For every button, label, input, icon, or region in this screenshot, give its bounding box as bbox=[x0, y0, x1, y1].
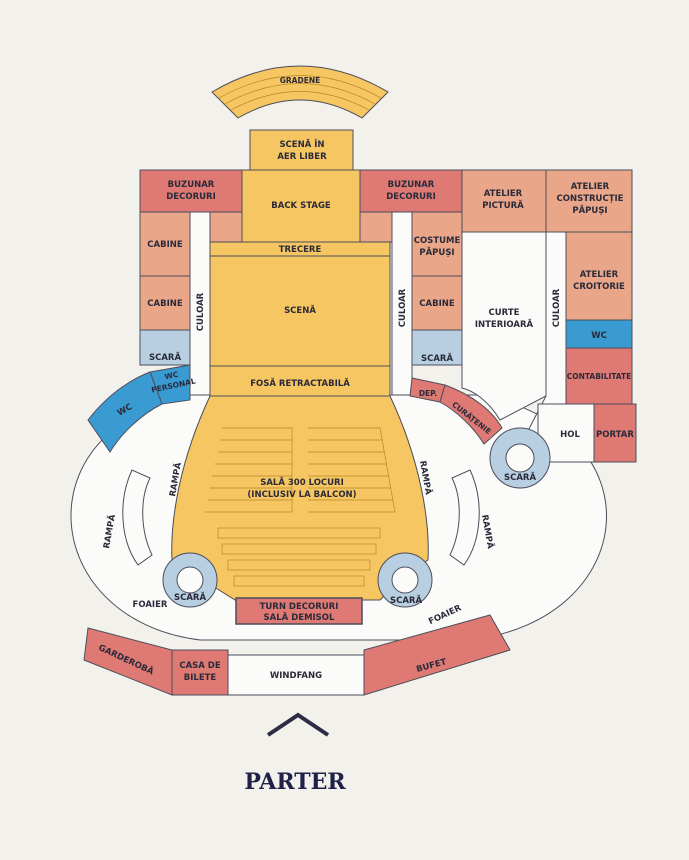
cabine-2-area bbox=[139, 275, 191, 331]
cabine-1-label: CABINE bbox=[147, 240, 183, 250]
scara-bottom-left-label: SCARĂ bbox=[174, 591, 206, 603]
curatenie-area bbox=[439, 384, 503, 445]
costume-label-2: PĂPUȘI bbox=[419, 246, 454, 258]
atelier-constructie-label-2: CONSTRUCȚIE bbox=[557, 194, 624, 204]
cabine-3-area bbox=[411, 275, 463, 331]
cabine-3-label: CABINE bbox=[419, 299, 455, 309]
turn-area bbox=[235, 597, 363, 625]
culoar-far-label: CULOAR bbox=[552, 288, 562, 327]
casa-bilete-area bbox=[171, 649, 229, 696]
sala-area bbox=[171, 395, 429, 601]
wc-right-area bbox=[565, 319, 633, 349]
scara-top-left-label: SCARĂ bbox=[149, 351, 181, 363]
atelier-croitorie-label-2: CROITORIE bbox=[573, 282, 625, 292]
scara-top-right-label: SCARĂ bbox=[421, 352, 453, 364]
scena-label: SCENĂ bbox=[284, 304, 316, 316]
ramp-inner-right bbox=[449, 469, 480, 566]
culoar-left-label: CULOAR bbox=[196, 292, 206, 331]
sala-label-1: SALĂ 300 LOCURI bbox=[260, 476, 344, 488]
scara-right-label: SCARĂ bbox=[504, 471, 536, 483]
portar-label: PORTAR bbox=[596, 430, 634, 440]
stair-circle-bottom-right bbox=[377, 552, 433, 608]
casa-bilete-label-1: CASA DE bbox=[179, 661, 221, 671]
buzunar-right-label-2: DECORURI bbox=[386, 192, 435, 202]
scena-aer-liber-label-1: SCENĂ ÎN bbox=[279, 138, 324, 150]
entrance-chevron-icon bbox=[266, 712, 330, 737]
atelier-pictura-label-2: PICTURĂ bbox=[482, 199, 524, 211]
atelier-constructie-area bbox=[545, 169, 633, 233]
culoar-right-label: CULOAR bbox=[398, 288, 408, 327]
casa-bilete-label-2: BILETE bbox=[184, 673, 217, 683]
contabilitate-label: CONTABILITATE bbox=[567, 372, 632, 381]
right-wing-side bbox=[359, 211, 393, 243]
wc-left-area bbox=[87, 371, 163, 453]
left-wing-side bbox=[209, 211, 243, 243]
buzunar-right-label-1: BUZUNAR bbox=[388, 180, 435, 190]
atelier-pictura-area bbox=[461, 169, 547, 233]
wc-personal-label-1: WC bbox=[164, 370, 180, 382]
windfang-label: WINDFANG bbox=[270, 671, 322, 681]
hol-label: HOL bbox=[560, 430, 580, 440]
atelier-pictura-label-1: ATELIER bbox=[484, 189, 523, 199]
contabilitate-area bbox=[565, 347, 633, 405]
stair-circle-right bbox=[489, 427, 551, 489]
back-stage-area bbox=[241, 169, 361, 243]
ramp-inner-left bbox=[122, 469, 153, 566]
atelier-constructie-label-1: ATELIER bbox=[571, 182, 610, 192]
curte-area bbox=[461, 231, 547, 421]
scena-aer-liber-area bbox=[249, 129, 354, 171]
atelier-constructie-label-3: PĂPUȘI bbox=[572, 204, 607, 216]
buzunar-left-area bbox=[139, 169, 243, 213]
dep-label: DEP. bbox=[419, 389, 437, 398]
gradene-label: GRADENE bbox=[280, 76, 321, 85]
fosa-area bbox=[209, 365, 391, 397]
scara-top-right-area bbox=[411, 329, 463, 366]
wc-right-label: WC bbox=[591, 331, 607, 341]
culoar-right-area bbox=[391, 211, 413, 396]
stair-circle-bottom-left bbox=[162, 552, 218, 608]
sala-label-2: (INCLUSIV LA BALCON) bbox=[247, 490, 356, 500]
atelier-croitorie-area bbox=[565, 231, 633, 321]
back-stage-label: BACK STAGE bbox=[271, 201, 331, 211]
atelier-croitorie-label-1: ATELIER bbox=[580, 270, 619, 280]
buzunar-left-label-2: DECORURI bbox=[166, 192, 215, 202]
turn-label-1: TURN DECORURI bbox=[260, 602, 339, 612]
trecere-label: TRECERE bbox=[279, 245, 322, 255]
foaier-left-label: FOAIER bbox=[133, 600, 168, 610]
scena-aer-liber-label-2: AER LIBER bbox=[277, 152, 327, 162]
cabine-2-label: CABINE bbox=[147, 299, 183, 309]
costume-label-1: COSTUME bbox=[414, 236, 461, 246]
buzunar-left-label-1: BUZUNAR bbox=[168, 180, 215, 190]
turn-label-2: SALĂ DEMISOL bbox=[264, 611, 335, 623]
curte-label-1: CURTE bbox=[489, 308, 520, 318]
scara-bottom-right-label: SCARĂ bbox=[390, 594, 422, 606]
windfang-area bbox=[227, 654, 365, 696]
portar-area bbox=[593, 403, 637, 463]
curte-label-2: INTERIOARĂ bbox=[475, 318, 534, 330]
fosa-label: FOSĂ RETRACTABILĂ bbox=[250, 377, 350, 389]
bufet-area bbox=[363, 614, 511, 696]
buzunar-right-area bbox=[359, 169, 463, 213]
gradene-area bbox=[211, 65, 389, 119]
scara-top-left-area bbox=[139, 329, 191, 366]
page-title: PARTER bbox=[244, 769, 346, 795]
